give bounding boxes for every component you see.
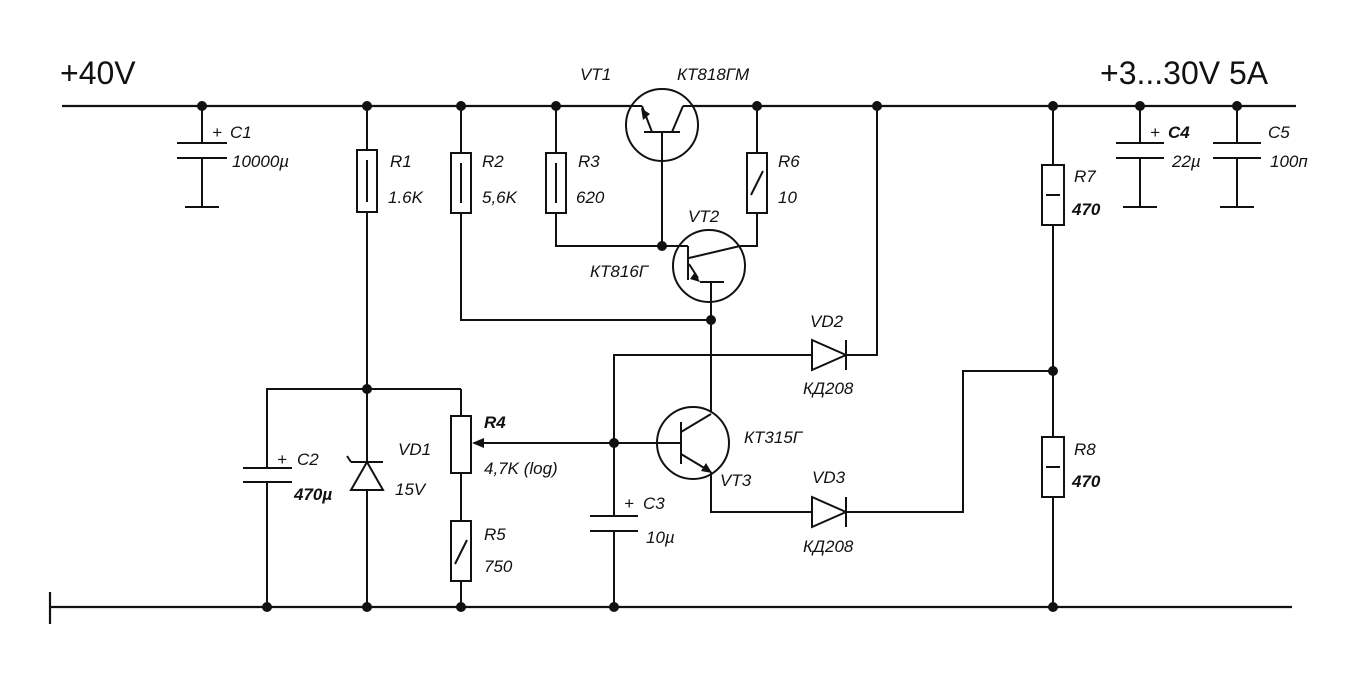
junction-dot: [1048, 602, 1058, 612]
transistor-vt2: [662, 229, 746, 320]
vt2-name: VT2: [688, 207, 720, 226]
c1-name: C1: [230, 123, 252, 142]
r5-name: R5: [484, 525, 506, 544]
r8-value: 470: [1071, 472, 1101, 491]
r1-value: 1.6K: [388, 188, 424, 207]
c2-name: C2: [297, 450, 319, 469]
vd3-name: VD3: [812, 468, 846, 487]
transistor-vt1: [625, 88, 699, 246]
vt3-part: КТ315Г: [744, 428, 804, 447]
vd3-part: КД208: [803, 537, 854, 556]
r7-value: 470: [1071, 200, 1101, 219]
vt2-part: КТ816Г: [590, 262, 650, 281]
c3-name: C3: [643, 494, 665, 513]
r8-name: R8: [1074, 440, 1096, 459]
capacitor-c4: [1116, 106, 1164, 208]
capacitor-c3: [590, 443, 638, 607]
c5-name: C5: [1268, 123, 1290, 142]
vd2-right-wire: [846, 106, 878, 356]
c1-value: 10000µ: [232, 152, 289, 171]
c4-name: C4: [1168, 123, 1190, 142]
c5-value: 100п: [1270, 152, 1308, 171]
potentiometer-r4: [450, 415, 472, 474]
vt1-part: КТ818ГМ: [677, 65, 750, 84]
r3-value: 620: [576, 188, 605, 207]
junction-dot: [1048, 366, 1058, 376]
c3-value: 10µ: [646, 528, 675, 547]
c4-value: 22µ: [1171, 152, 1201, 171]
junction-dot: [362, 602, 372, 612]
junction-dot: [706, 315, 716, 325]
r4-wiper-arrow: [472, 438, 484, 448]
r2-bottom-wire: [460, 213, 711, 321]
r6-slash: [750, 170, 764, 196]
junction-dots: [197, 101, 1242, 612]
c2-value: 470µ: [293, 485, 332, 504]
c3-plus: +: [624, 494, 634, 513]
zener-diode-vd1: [346, 455, 385, 491]
junction-dot: [551, 101, 561, 111]
junction-dot: [362, 101, 372, 111]
vd3-right-wire: [846, 370, 1053, 513]
capacitor-c1: [177, 106, 227, 208]
junction-dot: [609, 438, 619, 448]
junction-dot: [657, 241, 667, 251]
r7-name: R7: [1074, 167, 1096, 186]
junction-dot: [1232, 101, 1242, 111]
r5-value: 750: [484, 557, 513, 576]
r2-name: R2: [482, 152, 504, 171]
junction-dot: [262, 602, 272, 612]
r2-value: 5,6K: [482, 188, 518, 207]
r4-name: R4: [484, 413, 506, 432]
capacitor-c5: [1213, 106, 1261, 208]
r6-value: 10: [778, 188, 797, 207]
junction-dot: [197, 101, 207, 111]
vt1-name: VT1: [580, 65, 611, 84]
output-voltage-label: +3...30V 5A: [1100, 55, 1269, 91]
vd2-part: КД208: [803, 379, 854, 398]
r4-value: 4,7K (log): [484, 459, 558, 478]
capacitor-c2: [243, 388, 367, 607]
r1-name: R1: [390, 152, 412, 171]
c4-plus: +: [1150, 123, 1160, 142]
r3-name: R3: [578, 152, 600, 171]
junction-dot: [609, 602, 619, 612]
r6-bottom-wire: [740, 213, 758, 247]
junction-dot: [1048, 101, 1058, 111]
diode-vd3: [811, 495, 849, 529]
junction-dot: [752, 101, 762, 111]
diode-vd2: [811, 338, 849, 372]
junction-dot: [456, 602, 466, 612]
junction-dot: [1135, 101, 1145, 111]
r6-name: R6: [778, 152, 800, 171]
vd2-left-wire: [613, 354, 812, 443]
junction-dot: [872, 101, 882, 111]
junction-dot: [456, 101, 466, 111]
input-voltage-label: +40V: [60, 55, 136, 91]
junction-dot: [362, 384, 372, 394]
vt3-name: VT3: [720, 471, 752, 490]
vd1-name: VD1: [398, 440, 431, 459]
transistor-vt3: [614, 406, 812, 513]
vd1-value: 15V: [395, 480, 427, 499]
c2-plus: +: [277, 450, 287, 469]
r3-bottom-wire: [555, 213, 680, 247]
r5-slash: [454, 539, 468, 565]
c1-plus: +: [212, 123, 222, 142]
vd2-name: VD2: [810, 312, 844, 331]
